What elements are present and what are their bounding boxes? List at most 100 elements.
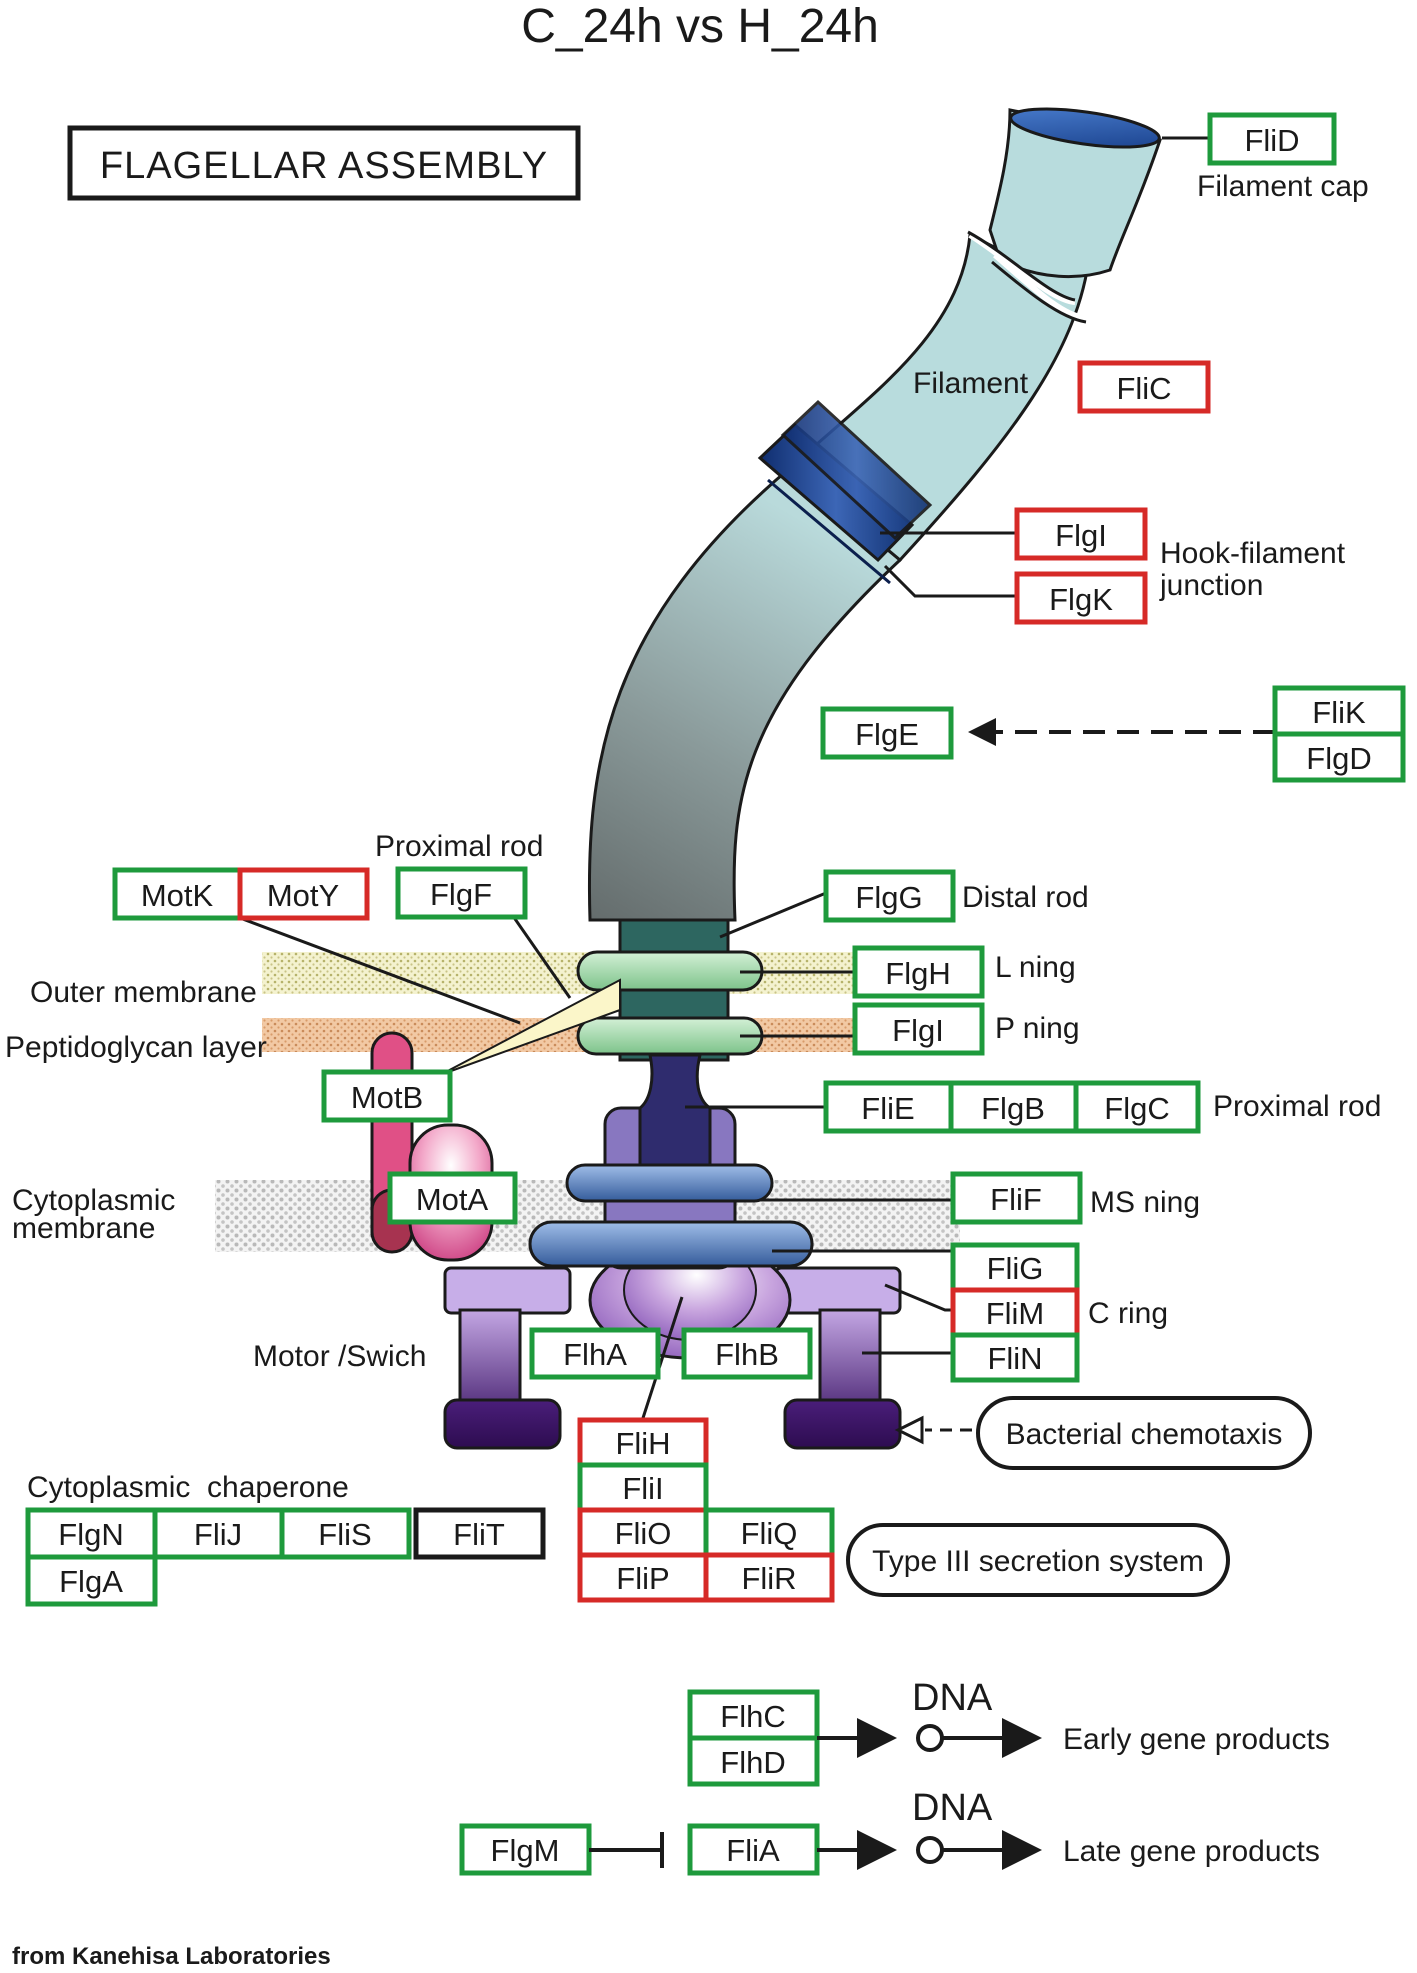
gene-label-flgl-hook: FlgI [1055, 518, 1107, 553]
gene-label-motb: MotB [351, 1080, 423, 1115]
gene-box-flgg[interactable]: FlgG [823, 869, 956, 923]
gene-label-flik: FliK [1312, 695, 1366, 730]
c-ring [528, 1220, 814, 1268]
gene-label-flij: FliJ [194, 1517, 242, 1552]
diagram-title: C_24h vs H_24h [521, 0, 879, 53]
label-l-ring: L ning [995, 951, 1076, 984]
filament-break-outline [967, 230, 1087, 324]
label-outer-membrane: Outer membrane [30, 976, 257, 1009]
gene-box-flij[interactable]: FliJ [152, 1507, 285, 1560]
gene-label-flgc: FlgC [1104, 1091, 1169, 1126]
gene-box-flis[interactable]: FliS [279, 1507, 412, 1560]
motor-foot-right [783, 1398, 902, 1450]
gene-box-flgb[interactable]: FlgB [948, 1080, 1079, 1134]
t3ss-pill[interactable] [846, 1523, 1230, 1597]
early-gene-products: Early gene products [1063, 1723, 1330, 1756]
flge-arrow-head [968, 718, 996, 746]
motor-leg-left-top [443, 1266, 572, 1315]
gene-box-flha[interactable]: FlhA [529, 1327, 661, 1380]
connector-lines [239, 136, 1208, 1419]
gene-box-flia[interactable]: FliA [687, 1823, 820, 1876]
gene-box-flhd[interactable]: FlhD [687, 1735, 820, 1787]
gene-label-flgd: FlgD [1306, 741, 1371, 776]
gene-label-flid: FliD [1244, 123, 1299, 158]
gene-box-mota[interactable]: MotA [387, 1171, 518, 1225]
gene-box-flih[interactable]: FliH [577, 1417, 709, 1468]
gene-box-flga[interactable]: FlgA [25, 1554, 158, 1607]
gene-label-flif: FliF [990, 1182, 1042, 1217]
gene-box-motk[interactable]: MotK [112, 867, 243, 921]
gene-label-fliq: FliQ [741, 1516, 798, 1551]
proximal-rod-shaft [638, 1053, 712, 1182]
gene-label-flgm: FlgM [491, 1833, 560, 1868]
gene-box-flgi-p[interactable]: FlgI [852, 1002, 985, 1056]
pathway-title: FLAGELLAR ASSEMBLY [100, 145, 548, 187]
p-ring [576, 1016, 764, 1056]
label-motor-switch: Motor /Swich [253, 1340, 426, 1373]
credit: from Kanehisa Laboratories [12, 1943, 331, 1970]
label-cytoplasmic-membrane-2: membrane [12, 1212, 155, 1245]
gene-label-flin: FliN [987, 1341, 1042, 1376]
motor-leg-right-top [773, 1266, 902, 1315]
label-distal-rod: Distal rod [962, 881, 1089, 914]
motb-wedge [439, 978, 621, 1076]
gene-label-flih: FliH [615, 1426, 670, 1461]
gene-box-flit[interactable]: FliT [413, 1507, 546, 1560]
gene-box-flge[interactable]: FlgE [820, 706, 954, 760]
motor-foot-left [443, 1398, 562, 1450]
gene-label-flit: FliT [453, 1517, 505, 1552]
gene-box-flig[interactable]: FliG [950, 1242, 1080, 1293]
gene-label-flic: FliC [1116, 371, 1171, 406]
label-p-ring: P ning [995, 1012, 1080, 1045]
gene-box-flid[interactable]: FliD [1207, 112, 1337, 166]
gene-box-flip[interactable]: FliP [577, 1552, 709, 1603]
gene-label-flgn: FlgN [58, 1517, 123, 1552]
gene-label-mota: MotA [416, 1182, 489, 1217]
gene-box-flgh[interactable]: FlgH [852, 945, 985, 999]
gene-label-flis: FliS [318, 1517, 371, 1552]
gene-box-flgd[interactable]: FlgD [1272, 731, 1406, 783]
gene-box-flgk[interactable]: FlgK [1014, 571, 1148, 625]
gene-box-flhc[interactable]: FlhC [687, 1689, 820, 1741]
pathway-title-box [67, 125, 581, 201]
label-filament-cap: Filament cap [1197, 170, 1369, 203]
gene-box-flhb[interactable]: FlhB [681, 1327, 813, 1380]
gene-box-moty[interactable]: MotY [237, 867, 370, 921]
gene-label-flgk: FlgK [1049, 582, 1113, 617]
gene-label-flii: FliI [622, 1471, 663, 1506]
gene-box-flgf[interactable]: FlgF [395, 866, 528, 920]
gene-box-flio[interactable]: FliO [577, 1507, 709, 1558]
filament-top [988, 108, 1162, 278]
gene-box-flgn[interactable]: FlgN [25, 1507, 158, 1560]
gene-box-flgc[interactable]: FlgC [1073, 1080, 1201, 1134]
chemotaxis-pill-label: Bacterial chemotaxis [1006, 1418, 1283, 1451]
gene-label-flga: FlgA [59, 1564, 123, 1599]
gene-label-motk: MotK [141, 878, 214, 913]
gene-box-flin[interactable]: FliN [950, 1332, 1080, 1383]
gene-box-flir[interactable]: FliR [703, 1552, 835, 1603]
t3ss-pill-label: Type III secretion system [872, 1545, 1204, 1578]
gene-box-flik[interactable]: FliK [1272, 685, 1406, 737]
gene-label-flir: FliR [741, 1561, 796, 1596]
regulation-connectors [589, 1718, 1042, 1870]
chemotaxis-pill[interactable] [976, 1396, 1312, 1470]
label-proximal-rod: Proximal rod [1213, 1090, 1381, 1123]
gene-box-flgl-hook[interactable]: FlgI [1014, 507, 1148, 561]
gene-box-flie[interactable]: FliE [823, 1080, 954, 1134]
ms-ring [565, 1163, 774, 1203]
label-hook-filament-1: Hook-filament [1160, 537, 1346, 570]
label-proximal-rod-top: Proximal rod [375, 830, 543, 863]
gene-box-flii[interactable]: FliI [577, 1462, 709, 1513]
gene-box-flim[interactable]: FliM [950, 1287, 1080, 1338]
gene-label-flhc: FlhC [720, 1699, 785, 1734]
chemotaxis-arrow-head [894, 1415, 924, 1445]
gene-label-flip: FliP [616, 1561, 669, 1596]
gene-label-moty: MotY [267, 878, 339, 913]
label-peptidoglycan: Peptidoglycan layer [5, 1031, 267, 1064]
gene-box-flgm[interactable]: FlgM [459, 1823, 592, 1876]
gene-box-fliq[interactable]: FliQ [703, 1507, 835, 1558]
gene-box-flic[interactable]: FliC [1077, 360, 1211, 414]
gene-box-motb[interactable]: MotB [321, 1069, 453, 1123]
gene-box-flif[interactable]: FliF [950, 1171, 1083, 1225]
